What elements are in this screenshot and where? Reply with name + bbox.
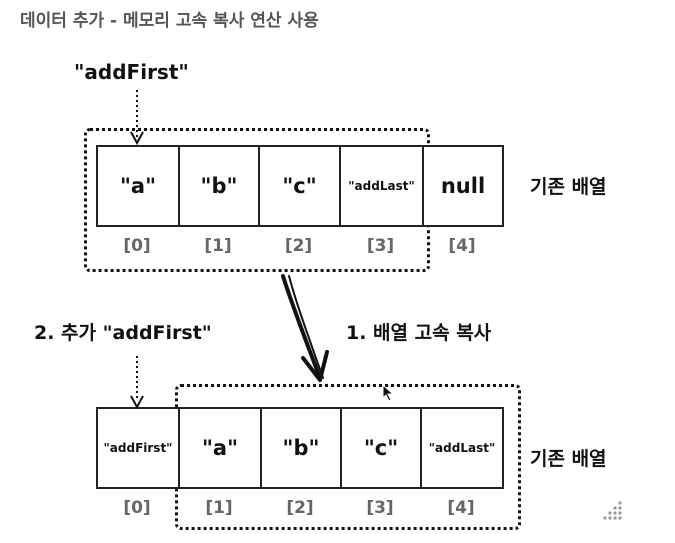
top-index-0: [0]	[123, 236, 151, 256]
slide-title: 데이터 추가 - 메모리 고속 복사 연산 사용	[20, 11, 319, 31]
bottom-cell-3: "c"	[340, 407, 422, 489]
bottom-index-1: [1]	[205, 498, 233, 518]
mouse-cursor-icon	[382, 384, 395, 402]
top-existing-array-label: 기존 배열	[530, 176, 607, 198]
top-index-4: [4]	[448, 236, 476, 256]
bottom-index-4: [4]	[447, 498, 475, 518]
top-index-row: [0] [1] [2] [3] [4]	[96, 236, 502, 256]
top-index-2: [2]	[284, 236, 313, 256]
top-cell-4: null	[422, 145, 504, 227]
top-cell-0: "a"	[96, 145, 180, 227]
bottom-cell-2: "b"	[260, 407, 342, 489]
top-index-3: [3]	[366, 236, 395, 256]
bottom-cell-0: "addFirst"	[96, 407, 180, 489]
bottom-existing-array-label: 기존 배열	[530, 448, 607, 470]
bottom-cell-4: "addLast"	[420, 407, 504, 489]
top-index-1: [1]	[204, 236, 232, 256]
add-first-pointer-label: "addFirst"	[74, 60, 189, 84]
bottom-index-0: [0]	[123, 498, 151, 518]
step-copy-label: 1. 배열 고속 복사	[346, 322, 492, 344]
copy-arrow	[281, 274, 329, 382]
bottom-index-row: [0] [1] [2] [3] [4]	[96, 498, 502, 518]
bottom-array: "addFirst" "a" "b" "c" "addLast"	[96, 407, 504, 489]
bottom-index-2: [2]	[286, 498, 314, 518]
bottom-pointer-arrow	[130, 356, 144, 410]
top-cell-2: "c"	[258, 145, 341, 227]
top-pointer-arrow	[130, 90, 144, 146]
top-cell-3: "addLast"	[339, 145, 424, 227]
step-add-label: 2. 추가 "addFirst"	[34, 322, 212, 344]
top-array: "a" "b" "c" "addLast" null	[96, 145, 504, 227]
top-cell-1: "b"	[178, 145, 260, 227]
resize-grip-icon[interactable]	[598, 497, 626, 525]
bottom-index-3: [3]	[366, 498, 394, 518]
